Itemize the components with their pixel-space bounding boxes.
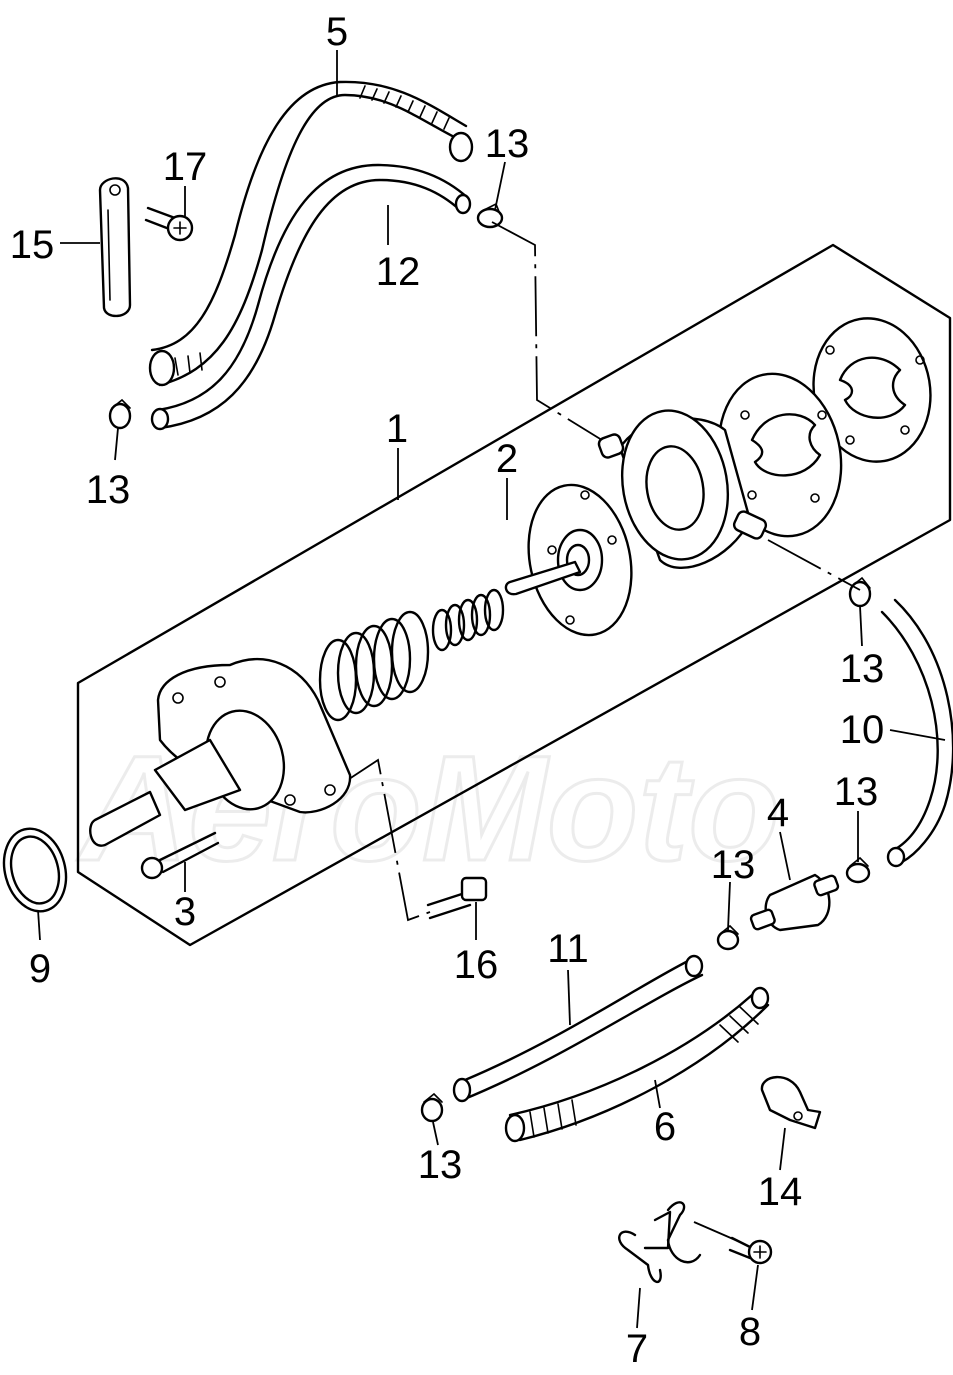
clamp-13-mid xyxy=(716,924,740,951)
screw-8 xyxy=(693,1221,773,1265)
screw-3 xyxy=(140,831,220,880)
spring-small xyxy=(431,588,505,652)
hose-12 xyxy=(150,163,472,431)
spring-large xyxy=(318,610,430,722)
clamp-13-left xyxy=(108,398,132,430)
callout-12: 12 xyxy=(376,250,421,294)
connection-line-top xyxy=(491,221,611,446)
callout-2: 2 xyxy=(496,437,518,481)
callout-9: 9 xyxy=(29,947,51,991)
clamp-13-bottom xyxy=(420,1092,444,1123)
callout-1: 1 xyxy=(386,407,408,451)
callout-3: 3 xyxy=(174,890,196,934)
callout-10: 10 xyxy=(840,708,885,752)
hose-6 xyxy=(504,986,770,1143)
leader-lines xyxy=(37,50,946,1329)
hose-11 xyxy=(452,954,704,1103)
wire-clip-7 xyxy=(618,1201,702,1283)
callouts: 5 17 13 15 12 13 1 2 13 10 13 4 13 3 9 1… xyxy=(10,10,885,1371)
callout-15: 15 xyxy=(10,223,55,267)
callout-5: 5 xyxy=(326,10,348,54)
bolt-16 xyxy=(426,876,488,920)
hose-5 xyxy=(148,80,474,387)
gasket-plate-middle xyxy=(717,372,843,538)
o-ring-9 xyxy=(2,827,68,913)
fuel-filter-4 xyxy=(749,873,840,932)
callout-11: 11 xyxy=(547,927,589,971)
screw-17 xyxy=(144,206,194,242)
diaphragm-2 xyxy=(504,483,633,637)
clamp-13-right xyxy=(848,576,872,608)
clamp-13-lower-right xyxy=(845,856,871,884)
callout-7: 7 xyxy=(626,1327,648,1371)
clip-15 xyxy=(98,177,132,318)
clamp-13-top xyxy=(476,202,504,229)
gasket-plate-rear xyxy=(812,317,932,463)
callout-13-mid: 13 xyxy=(711,843,756,887)
callout-14: 14 xyxy=(758,1170,803,1214)
connection-line-bolt xyxy=(339,758,431,922)
assembly-box-outline xyxy=(76,243,952,947)
callout-4: 4 xyxy=(767,791,789,835)
callout-13-top: 13 xyxy=(485,122,530,166)
callout-8: 8 xyxy=(739,1310,761,1354)
callout-16: 16 xyxy=(454,943,499,987)
callout-13-bottom: 13 xyxy=(418,1143,463,1187)
pump-cover xyxy=(89,658,352,847)
connection-line-right xyxy=(767,539,861,591)
hose-10 xyxy=(880,598,953,868)
callout-13-left: 13 xyxy=(86,468,131,512)
callout-17: 17 xyxy=(163,145,208,189)
callout-13-right: 13 xyxy=(840,647,885,691)
pump-housing xyxy=(597,409,768,570)
bracket-14 xyxy=(760,1075,822,1130)
callout-6: 6 xyxy=(654,1105,676,1149)
callout-13-lower-right: 13 xyxy=(834,770,879,814)
